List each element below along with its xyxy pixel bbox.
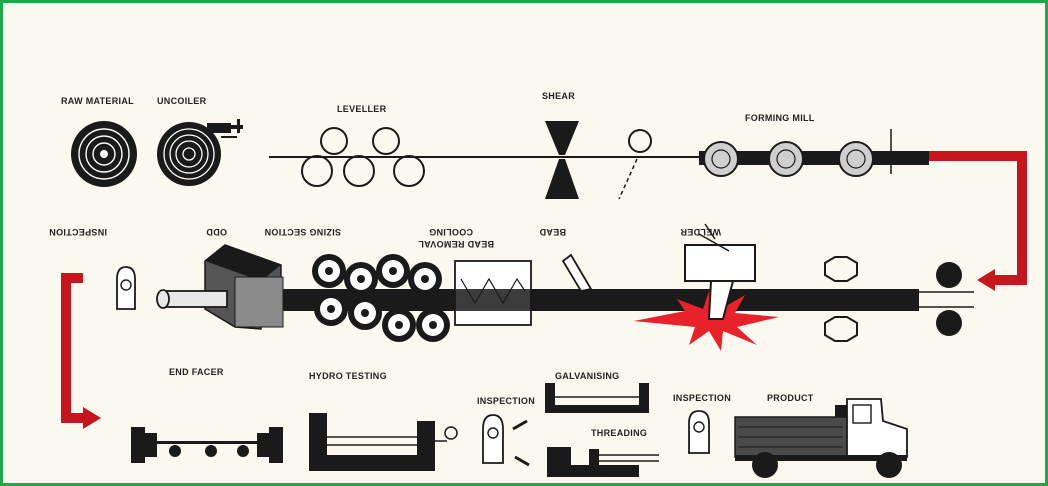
inspection-right-label: INSPECTION	[673, 393, 731, 403]
hydro-testing-label: HYDRO TESTING	[309, 371, 387, 381]
odd-label: ODD	[206, 227, 227, 237]
bead-removal-tool	[561, 253, 593, 293]
threading-label: THREADING	[591, 428, 647, 438]
forming-mill	[699, 129, 929, 177]
end-facer-machine	[131, 427, 283, 463]
inspection-station-right	[688, 410, 710, 454]
product-label: PRODUCT	[767, 393, 814, 403]
raw-material-label: RAW MATERIAL	[61, 96, 134, 106]
flow-arrow-down-left	[61, 273, 101, 429]
pipe-line	[209, 289, 919, 311]
flow-arrow-down-right	[929, 151, 1027, 291]
end-facer-label: END FACER	[169, 367, 224, 377]
product-truck	[734, 398, 908, 478]
odd-cutter	[204, 244, 284, 330]
shear-label: SHEAR	[542, 91, 575, 101]
inspection-station-mid	[482, 414, 530, 467]
welder-label: WELDER	[680, 227, 721, 237]
inspection-station-left	[116, 266, 136, 310]
forming-mill-label: FORMING MILL	[745, 113, 815, 123]
leveller-rollers	[301, 127, 425, 187]
pipe-manufacturing-diagram: RAW MATERIAL UNCOILER LEVELLER SHEAR	[49, 91, 1027, 478]
inspection-top-label: INSPECTION	[49, 227, 107, 237]
inspection-mid-label: INSPECTION	[477, 396, 535, 406]
galvanising-tank	[545, 383, 649, 413]
hydro-testing-machine	[309, 413, 458, 471]
cut-line	[618, 158, 638, 200]
sizing-section-label: SIZING SECTION	[264, 227, 341, 237]
welder-machine	[684, 223, 756, 320]
cooling-label: COOLING	[429, 227, 473, 237]
cut-pipe	[156, 289, 228, 309]
pinch-roller	[628, 129, 652, 153]
weld-sparks	[634, 291, 779, 351]
uncoiler-label: UNCOILER	[157, 96, 207, 106]
cooling-tank	[454, 260, 532, 326]
leveller-label: LEVELLER	[337, 104, 387, 114]
bead-removal-label: BEAD REMOVAL	[418, 239, 494, 249]
uncoiler-machine	[157, 119, 243, 186]
bead-label: BEAD	[539, 227, 566, 237]
threading-machine	[547, 447, 659, 477]
raw-material-coil	[71, 121, 137, 187]
weld-rollers	[936, 262, 962, 336]
shear-machine	[545, 121, 579, 199]
galvanising-label: GALVANISING	[555, 371, 619, 381]
squeeze-rollers	[824, 256, 858, 342]
sizing-section-rollers	[312, 254, 450, 342]
